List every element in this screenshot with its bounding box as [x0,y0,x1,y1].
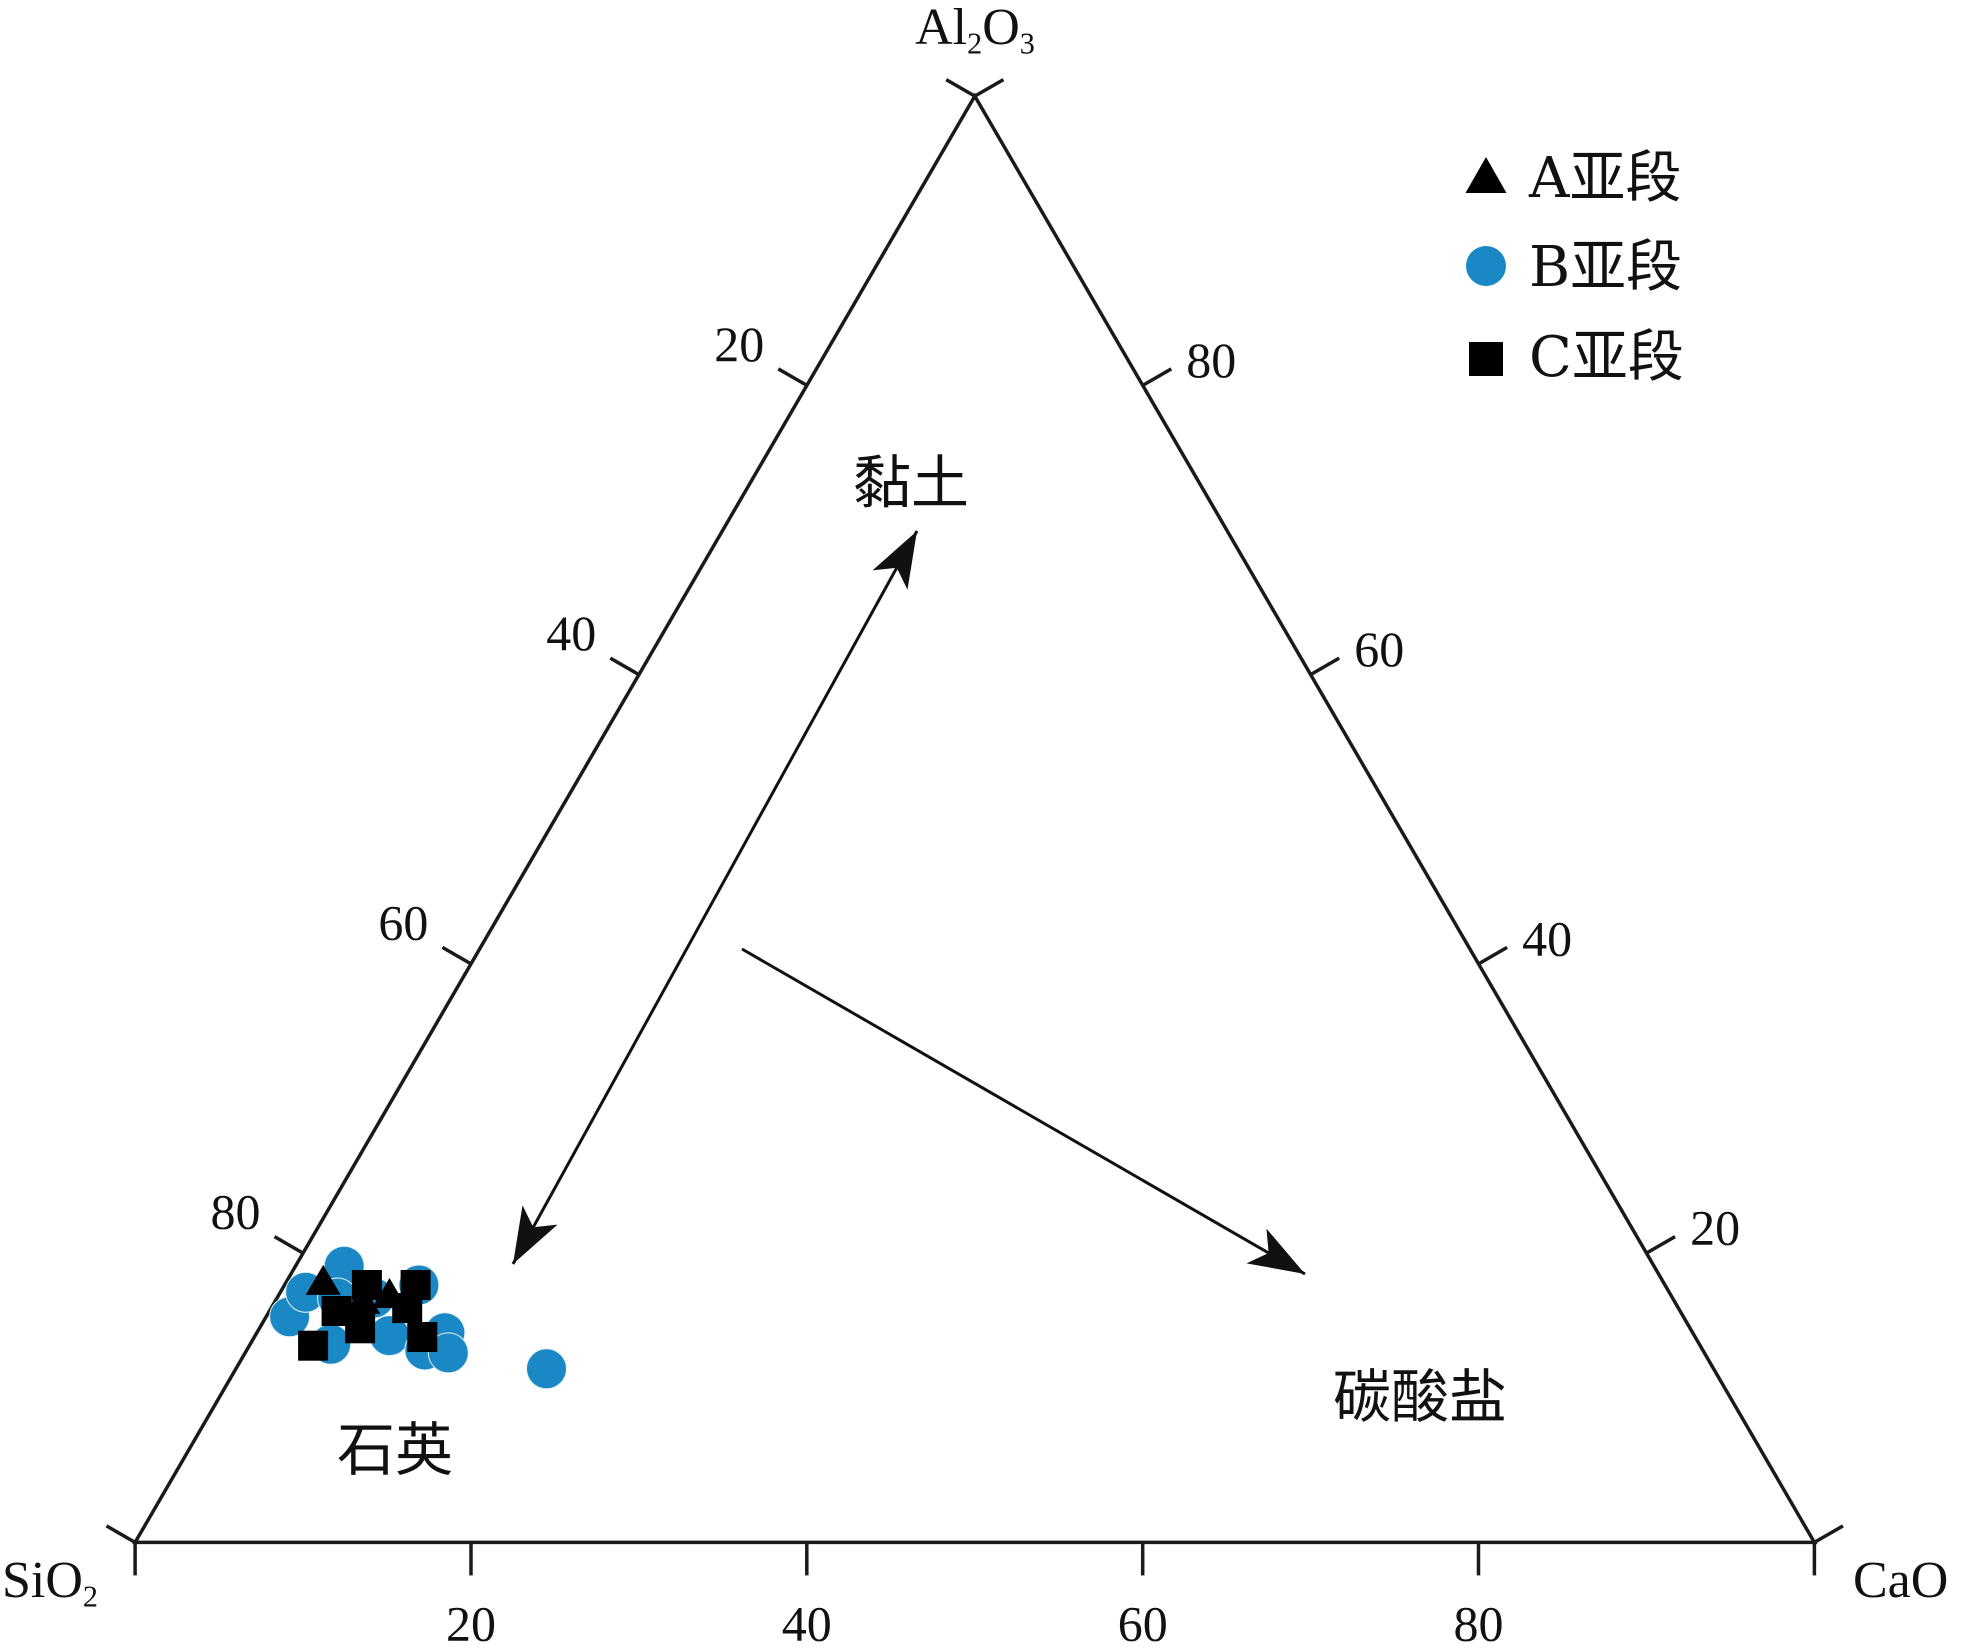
axis-ticks [105,78,1844,1576]
left-axis-tick [777,367,808,387]
region-label-carbonate: 碳酸盐 [1333,1363,1507,1431]
data-points [269,1245,567,1390]
right-axis-tick [1477,945,1508,966]
data-point-circle [427,1332,469,1374]
legend-label-b: B亚段 [1529,235,1682,300]
right-axis-tick [1141,367,1173,387]
bottom-axis-tick-label: 80 [1454,1595,1504,1651]
region-label-clay: 黏土 [853,449,969,517]
data-point-circle [526,1348,567,1390]
data-point-triangle [345,1283,381,1314]
legend-circle-marker [1466,246,1506,286]
right-axis-tick [1813,1524,1844,1544]
right-axis-tick [1645,1235,1676,1255]
series-triangle [305,1264,407,1314]
right-axis-tick [973,78,1005,98]
left-axis-tick [945,78,976,98]
legend-label-c: C亚段 [1529,325,1684,390]
right-axis-tick-label: 40 [1522,910,1572,966]
right-axis-tick [1309,656,1341,677]
left-axis-tick-label: 60 [378,894,428,950]
axis-tick-labels: 20 40 60 80 20 40 60 80 20 40 60 80 [211,316,1741,1651]
arrow-toward-carbonate [741,947,1306,1276]
legend-label-a: A亚段 [1528,146,1681,211]
data-point-square [345,1313,376,1344]
double-arrow-quartz-clay [511,530,919,1265]
right-axis-tick-label: 20 [1690,1200,1740,1256]
data-point-triangle [372,1278,407,1308]
left-axis-tick [441,945,472,966]
series-square [298,1270,438,1361]
right-axis-tick-label: 60 [1354,621,1404,677]
legend: A亚段 B亚段 C亚段 [1465,146,1684,390]
left-axis-tick [105,1524,136,1544]
bottom-axis-tick-label: 20 [446,1595,496,1651]
right-axis-tick-label: 80 [1186,332,1236,388]
data-point-square [407,1322,438,1352]
left-axis-tick-label: 20 [714,316,764,372]
data-point-square [298,1330,329,1361]
apex-label-al2o3: Al2O3 [915,0,1035,60]
region-label-quartz: 石英 [337,1416,453,1484]
left-axis-tick [273,1235,304,1255]
legend-square-marker [1469,342,1503,376]
left-axis-tick-label: 80 [211,1184,261,1240]
left-axis-tick-label: 40 [546,605,596,661]
corner-label-sio2: SiO2 [2,1552,98,1613]
left-axis-tick [609,656,640,677]
corner-label-cao: CaO [1853,1552,1948,1609]
bottom-axis-tick-label: 40 [782,1595,832,1651]
data-point-triangle [305,1264,341,1295]
legend-triangle-marker [1465,157,1507,193]
bottom-axis-tick-label: 60 [1118,1595,1168,1651]
